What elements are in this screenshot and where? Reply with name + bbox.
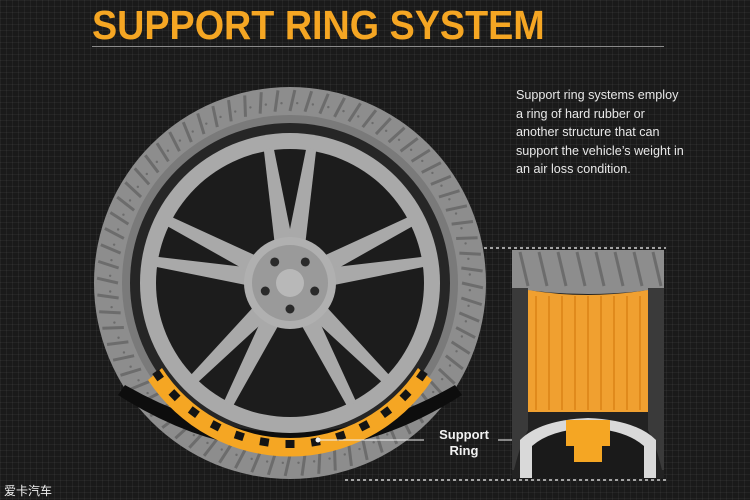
callout-line2: Ring	[449, 443, 479, 458]
watermark-text: 爱卡汽车	[4, 484, 53, 498]
wheel-rim	[140, 133, 440, 433]
title-divider	[92, 46, 664, 47]
description-text: Support ring systems employ a ring of ha…	[516, 88, 684, 176]
callout-dot-left	[315, 437, 321, 443]
callout-line1: Support	[439, 427, 489, 442]
support-ring-label: Support Ring	[424, 427, 504, 459]
page-title: SUPPORT RING SYSTEM	[92, 2, 545, 48]
flat-tire-section	[118, 385, 462, 450]
tire-cross-section	[512, 250, 664, 478]
support-ring	[148, 368, 432, 457]
